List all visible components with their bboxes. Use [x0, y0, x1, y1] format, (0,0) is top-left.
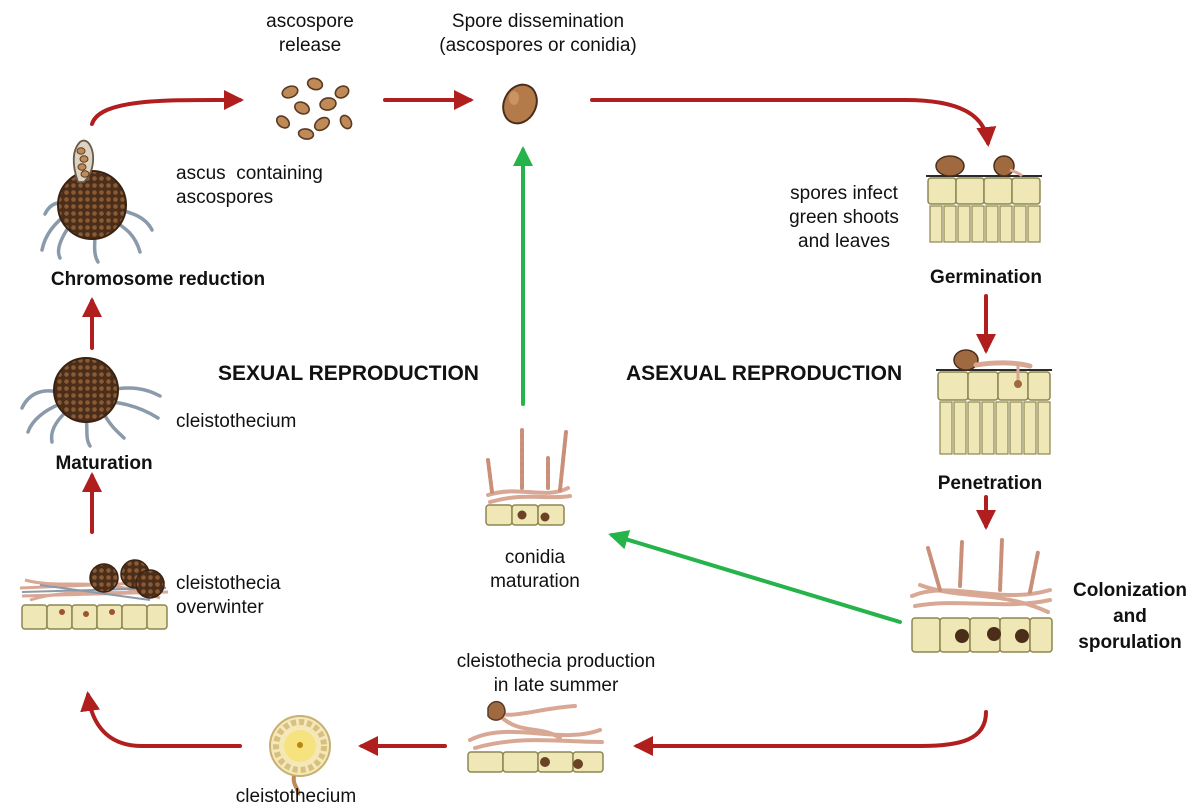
penetration-icon: [936, 349, 1052, 455]
ascus-icon: [40, 139, 154, 264]
cleistothecia-overwinter-icon: [19, 559, 169, 630]
cleistothecium-maturation-icon: [20, 357, 162, 448]
label-spores-infect: spores infect green shoots and leaves: [789, 183, 899, 252]
label-chromosome-reduction: Chromosome reduction: [50, 269, 266, 290]
label-conidia-maturation: conidia maturation: [490, 547, 580, 592]
cleistothecia-production-icon: [467, 700, 604, 773]
label-germination: Germination: [930, 267, 1042, 288]
single-spore-icon: [502, 83, 538, 125]
label-cleistothecium: cleistothecium: [176, 411, 297, 432]
label-ascus: ascus containing ascospores: [176, 163, 323, 208]
arrow-dissemination-to-infection: [590, 98, 997, 147]
heading-sexual-reproduction: SEXUAL REPRODUCTION: [218, 362, 479, 385]
arrow-ascus-to-release: [90, 89, 244, 126]
label-cleistothecium-bottom: cleistothecium: [235, 786, 357, 807]
heading-asexual-reproduction: ASEXUAL REPRODUCTION: [626, 362, 903, 385]
cycle-arrows: [80, 89, 997, 756]
arrow-colonization-to-conidia: [608, 530, 902, 624]
label-colonization-sporulation: Colonization and sporulation: [1073, 580, 1187, 653]
colonization-icon: [910, 538, 1053, 653]
arrow-cleistothecium-to-overwinter: [80, 691, 242, 748]
label-penetration: Penetration: [937, 473, 1043, 494]
label-maturation: Maturation: [55, 453, 153, 474]
label-ascospore-release: ascospore release: [266, 11, 354, 56]
spore-cluster-icon: [275, 77, 353, 140]
arrow-colonization-to-production: [633, 710, 988, 756]
germination-icon: [926, 155, 1042, 243]
label-cleistothecia-production: cleistothecia production in late summer: [456, 651, 656, 696]
conidiophore-icon: [485, 428, 572, 526]
label-cleistothecia-overwinter: cleistothecia overwinter: [176, 573, 281, 618]
cleistothecium-single-icon: [269, 715, 331, 796]
label-spore-dissemination: Spore dissemination (ascospores or conid…: [439, 11, 637, 56]
